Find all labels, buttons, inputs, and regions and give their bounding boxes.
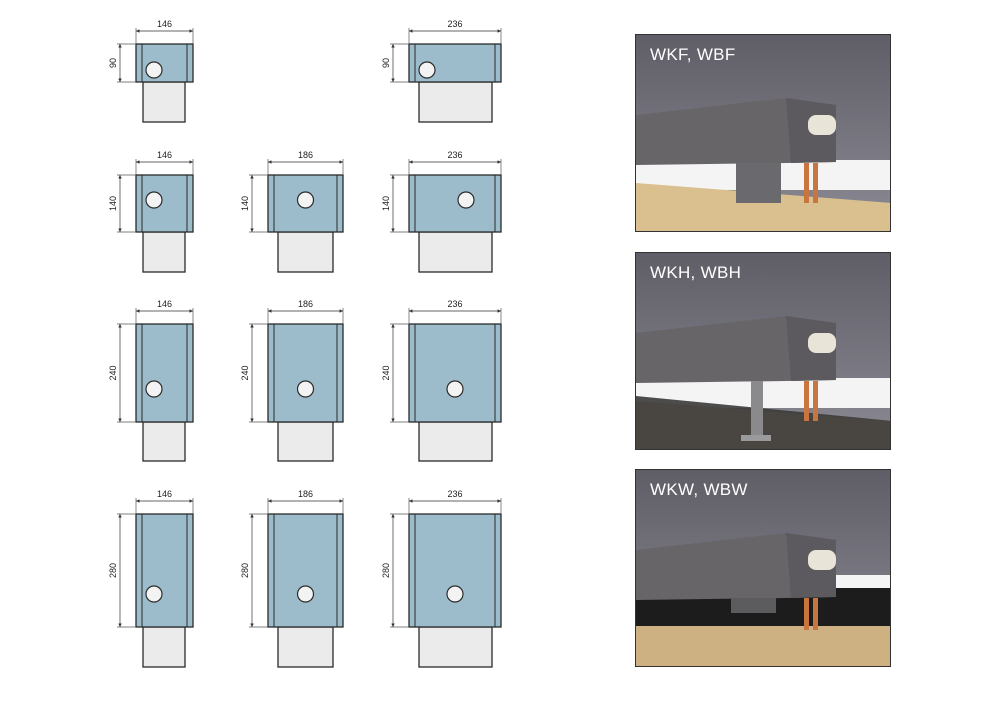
panel-label: WKF, WBF <box>650 45 736 64</box>
valve-head <box>808 333 836 353</box>
dimension-diagram-236x140: 236 140 <box>381 150 502 273</box>
dimension-diagram-146x140: 146 140 <box>108 150 194 273</box>
support-stand <box>751 381 763 436</box>
width-dimension-label: 236 <box>447 150 462 160</box>
pipe-connection-circle <box>145 191 163 209</box>
height-dimension-label: 90 <box>381 58 391 68</box>
height-dimension-label: 240 <box>381 365 391 380</box>
height-dimension-label: 280 <box>240 563 250 578</box>
copper-pipe <box>813 163 818 203</box>
base-channel <box>418 81 493 123</box>
heater-box <box>267 323 344 423</box>
width-dimension-label: 146 <box>157 19 172 29</box>
width-dimension-label: 186 <box>298 299 313 309</box>
width-dimension-label: 146 <box>157 299 172 309</box>
height-dimension-label: 140 <box>381 196 391 211</box>
heater-body <box>636 316 836 383</box>
base-channel <box>277 231 334 273</box>
trench-heater-dimension-diagrams: 146 90 236 90 146 140 186 140 236 140 146 240 186 240… <box>108 19 502 668</box>
panel-label: WKW, WBW <box>650 480 748 499</box>
copper-pipe <box>804 598 809 630</box>
copper-pipe <box>804 163 809 203</box>
pipe-connection-circle <box>296 380 315 398</box>
dimension-diagram-236x280: 236 280 <box>381 489 502 668</box>
height-dimension-label: 280 <box>108 563 118 578</box>
pipe-connection-circle <box>446 585 464 603</box>
heater-box <box>135 323 194 423</box>
base-channel <box>418 421 493 462</box>
pipe-connection-circle <box>145 380 163 398</box>
dimension-diagram-186x280: 186 280 <box>240 489 344 668</box>
pipe-connection-circle <box>145 61 163 79</box>
base-channel <box>142 626 186 668</box>
valve-head <box>808 115 836 135</box>
valve-head <box>808 550 836 570</box>
photo-panel-wkw-wbw: WKW, WBW <box>635 469 891 667</box>
width-dimension-label: 186 <box>298 489 313 499</box>
width-dimension-label: 146 <box>157 150 172 160</box>
copper-pipe <box>813 598 818 630</box>
heater-illustration-floor <box>636 35 890 231</box>
dimension-diagram-146x90: 146 90 <box>108 19 194 123</box>
pipe-connection-circle <box>418 61 436 79</box>
dimension-diagram-186x140: 186 140 <box>240 150 344 273</box>
stand-foot <box>741 435 771 441</box>
heater-box <box>135 174 194 233</box>
width-dimension-label: 236 <box>447 489 462 499</box>
width-dimension-label: 236 <box>447 19 462 29</box>
pipe-connection-circle <box>145 585 163 603</box>
heater-illustration-stand <box>636 253 890 449</box>
base-channel <box>142 421 186 462</box>
height-dimension-label: 240 <box>240 365 250 380</box>
copper-pipe <box>813 381 818 421</box>
dimension-diagram-236x90: 236 90 <box>381 19 502 123</box>
base-channel <box>277 626 334 668</box>
base-channel <box>142 231 186 273</box>
heater-box <box>408 513 502 628</box>
width-dimension-label: 186 <box>298 150 313 160</box>
base-channel <box>277 421 334 462</box>
heater-box <box>408 174 502 233</box>
pipe-connection-circle <box>446 380 464 398</box>
width-dimension-label: 236 <box>447 299 462 309</box>
floor <box>636 183 890 231</box>
base-channel <box>418 231 493 273</box>
heater-body <box>636 533 836 600</box>
heater-box <box>408 323 502 423</box>
height-dimension-label: 280 <box>381 563 391 578</box>
heater-box <box>267 513 344 628</box>
pipe-connection-circle <box>457 191 475 209</box>
dimension-diagram-236x240: 236 240 <box>381 299 502 462</box>
dimension-diagram-146x240: 146 240 <box>108 299 194 462</box>
height-dimension-label: 140 <box>108 196 118 211</box>
base-channel <box>142 81 186 123</box>
height-dimension-label: 240 <box>108 365 118 380</box>
dimension-diagram-186x240: 186 240 <box>240 299 344 462</box>
pipe-connection-circle <box>296 585 315 603</box>
photo-panel-wkf-wbf: WKF, WBF <box>635 34 891 232</box>
height-dimension-label: 140 <box>240 196 250 211</box>
support-block <box>731 598 776 613</box>
dimension-diagram-146x280: 146 280 <box>108 489 194 668</box>
heater-box <box>135 513 194 628</box>
height-dimension-label: 90 <box>108 58 118 68</box>
support-block <box>736 163 781 203</box>
heater-box <box>135 43 194 83</box>
copper-pipe <box>804 381 809 421</box>
photo-panel-wkh-wbh: WKH, WBH <box>635 252 891 450</box>
heater-illustration-wall <box>636 470 890 666</box>
width-dimension-label: 146 <box>157 489 172 499</box>
pipe-connection-circle <box>296 191 315 209</box>
heater-body <box>636 98 836 165</box>
base-channel <box>418 626 493 668</box>
panel-label: WKH, WBH <box>650 263 742 282</box>
